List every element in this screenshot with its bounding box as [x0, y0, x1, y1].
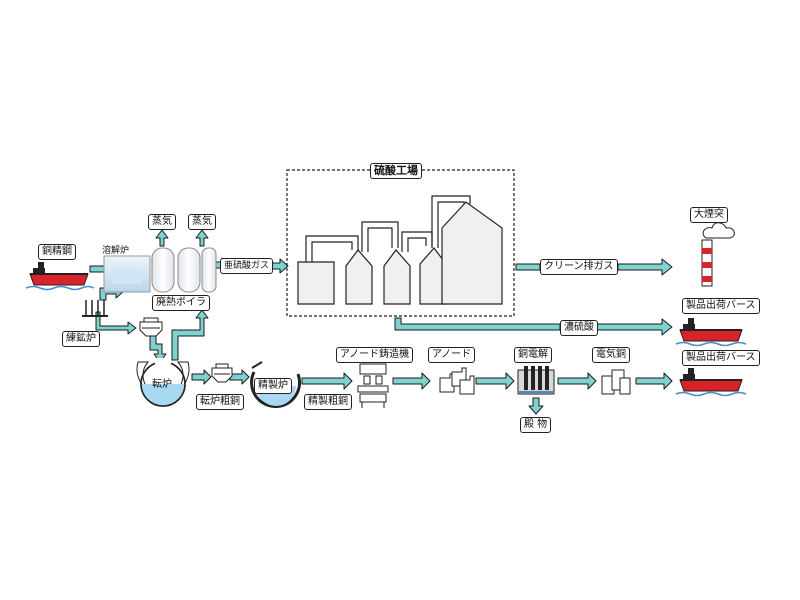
- ship-icon-berth-1: [675, 318, 747, 347]
- arrow-ladle-to-refining: [229, 369, 250, 385]
- ladle-icon-2: [211, 363, 233, 383]
- smokestack-label: 大煙突: [690, 207, 728, 223]
- arrow-electrolysis-to-slime: [528, 397, 544, 415]
- waste-heat-boiler-label: 廃熱ボイラ: [152, 295, 210, 311]
- plant-pipe-2: [361, 221, 399, 252]
- ship-icon-berth-2: [675, 368, 747, 397]
- anode-casting-label: アノード鋳造機: [336, 347, 414, 363]
- arrow-steam-1: [155, 229, 169, 247]
- clean-exhaust-label: クリーン排ガス: [540, 259, 618, 275]
- plant-pipe-1: [305, 235, 359, 262]
- smelting-furnace-label: 溶解炉: [102, 246, 130, 256]
- plant-pipe-3: [401, 231, 433, 252]
- tank-icon: [201, 247, 217, 293]
- plant-tower-5: [441, 201, 503, 305]
- arrow-sulfuric-to-berth: [589, 318, 673, 336]
- arrow-electrolysis-to-cathode: [557, 372, 597, 390]
- blister-copper-label: 転炉粗銅: [196, 394, 244, 410]
- slime-label: 殿 物: [520, 417, 552, 433]
- casting-machine-icon: [357, 363, 389, 408]
- ladle-icon: [139, 317, 163, 337]
- smokestack-icon: [701, 222, 735, 287]
- plant-tower-2: [345, 249, 373, 305]
- arrow-plant-to-clean-exhaust: [515, 263, 541, 271]
- steam-label-2: 蒸気: [188, 214, 216, 230]
- converter-icon: [136, 358, 190, 407]
- sulfuric-plant-equipment: [297, 195, 503, 305]
- sulfurous-gas-label: 亜硫酸ガス: [220, 258, 274, 274]
- ship-icon-concentrate: [25, 262, 95, 291]
- product-berth-label-1: 製品出荷バース: [682, 298, 760, 314]
- kiln-label: 練鉱炉: [62, 331, 100, 347]
- refining-furnace-label: 精製炉: [254, 378, 292, 394]
- concentrated-sulfuric-label: 濃硫酸: [560, 320, 598, 336]
- arrow-kiln-to-ladle: [95, 311, 137, 335]
- sulfuric-plant-boundary: [286, 169, 515, 317]
- tank-icon: [177, 247, 201, 293]
- arrow-clean-exhaust-to-stack: [617, 258, 673, 276]
- product-berth-label-2: 製品出荷バース: [682, 350, 760, 366]
- steam-label-1: 蒸気: [148, 214, 176, 230]
- arrow-refining-to-casting: [301, 372, 353, 390]
- sulfuric-plant-title: 硫酸工場: [370, 163, 422, 179]
- kiln-icon: [82, 300, 108, 317]
- furnace-icon: [103, 255, 151, 293]
- plant-tower-1: [297, 261, 335, 305]
- electrolytic-copper-label: 電気銅: [592, 347, 630, 363]
- arrow-anode-to-electrolysis: [475, 372, 515, 390]
- arrow-cathode-to-berth: [635, 372, 673, 390]
- boiler-tank-icons: [151, 247, 217, 293]
- anode-label: アノード: [428, 347, 476, 363]
- plant-pipe-4: [431, 195, 471, 248]
- converter-label: 転炉: [152, 379, 172, 390]
- arrow-converter-to-ladle: [191, 369, 212, 385]
- arrow-converter-to-boiler: [171, 309, 209, 361]
- arrow-plant-to-sulfuric: [394, 317, 561, 331]
- refined-blister-label: 精製粗銅: [304, 394, 352, 410]
- copper-concentrate-label: 銅精鋼: [38, 244, 76, 260]
- arrow-casting-to-anode: [392, 372, 431, 390]
- tank-icon: [151, 247, 175, 293]
- electrolysis-cell-icon: [517, 366, 555, 395]
- arrow-steam-2: [195, 229, 209, 247]
- copper-cathodes-icon: [601, 369, 631, 395]
- anode-plates-icon: [439, 367, 475, 395]
- electrolysis-label: 銅電解: [514, 347, 552, 363]
- plant-tower-3: [383, 249, 411, 305]
